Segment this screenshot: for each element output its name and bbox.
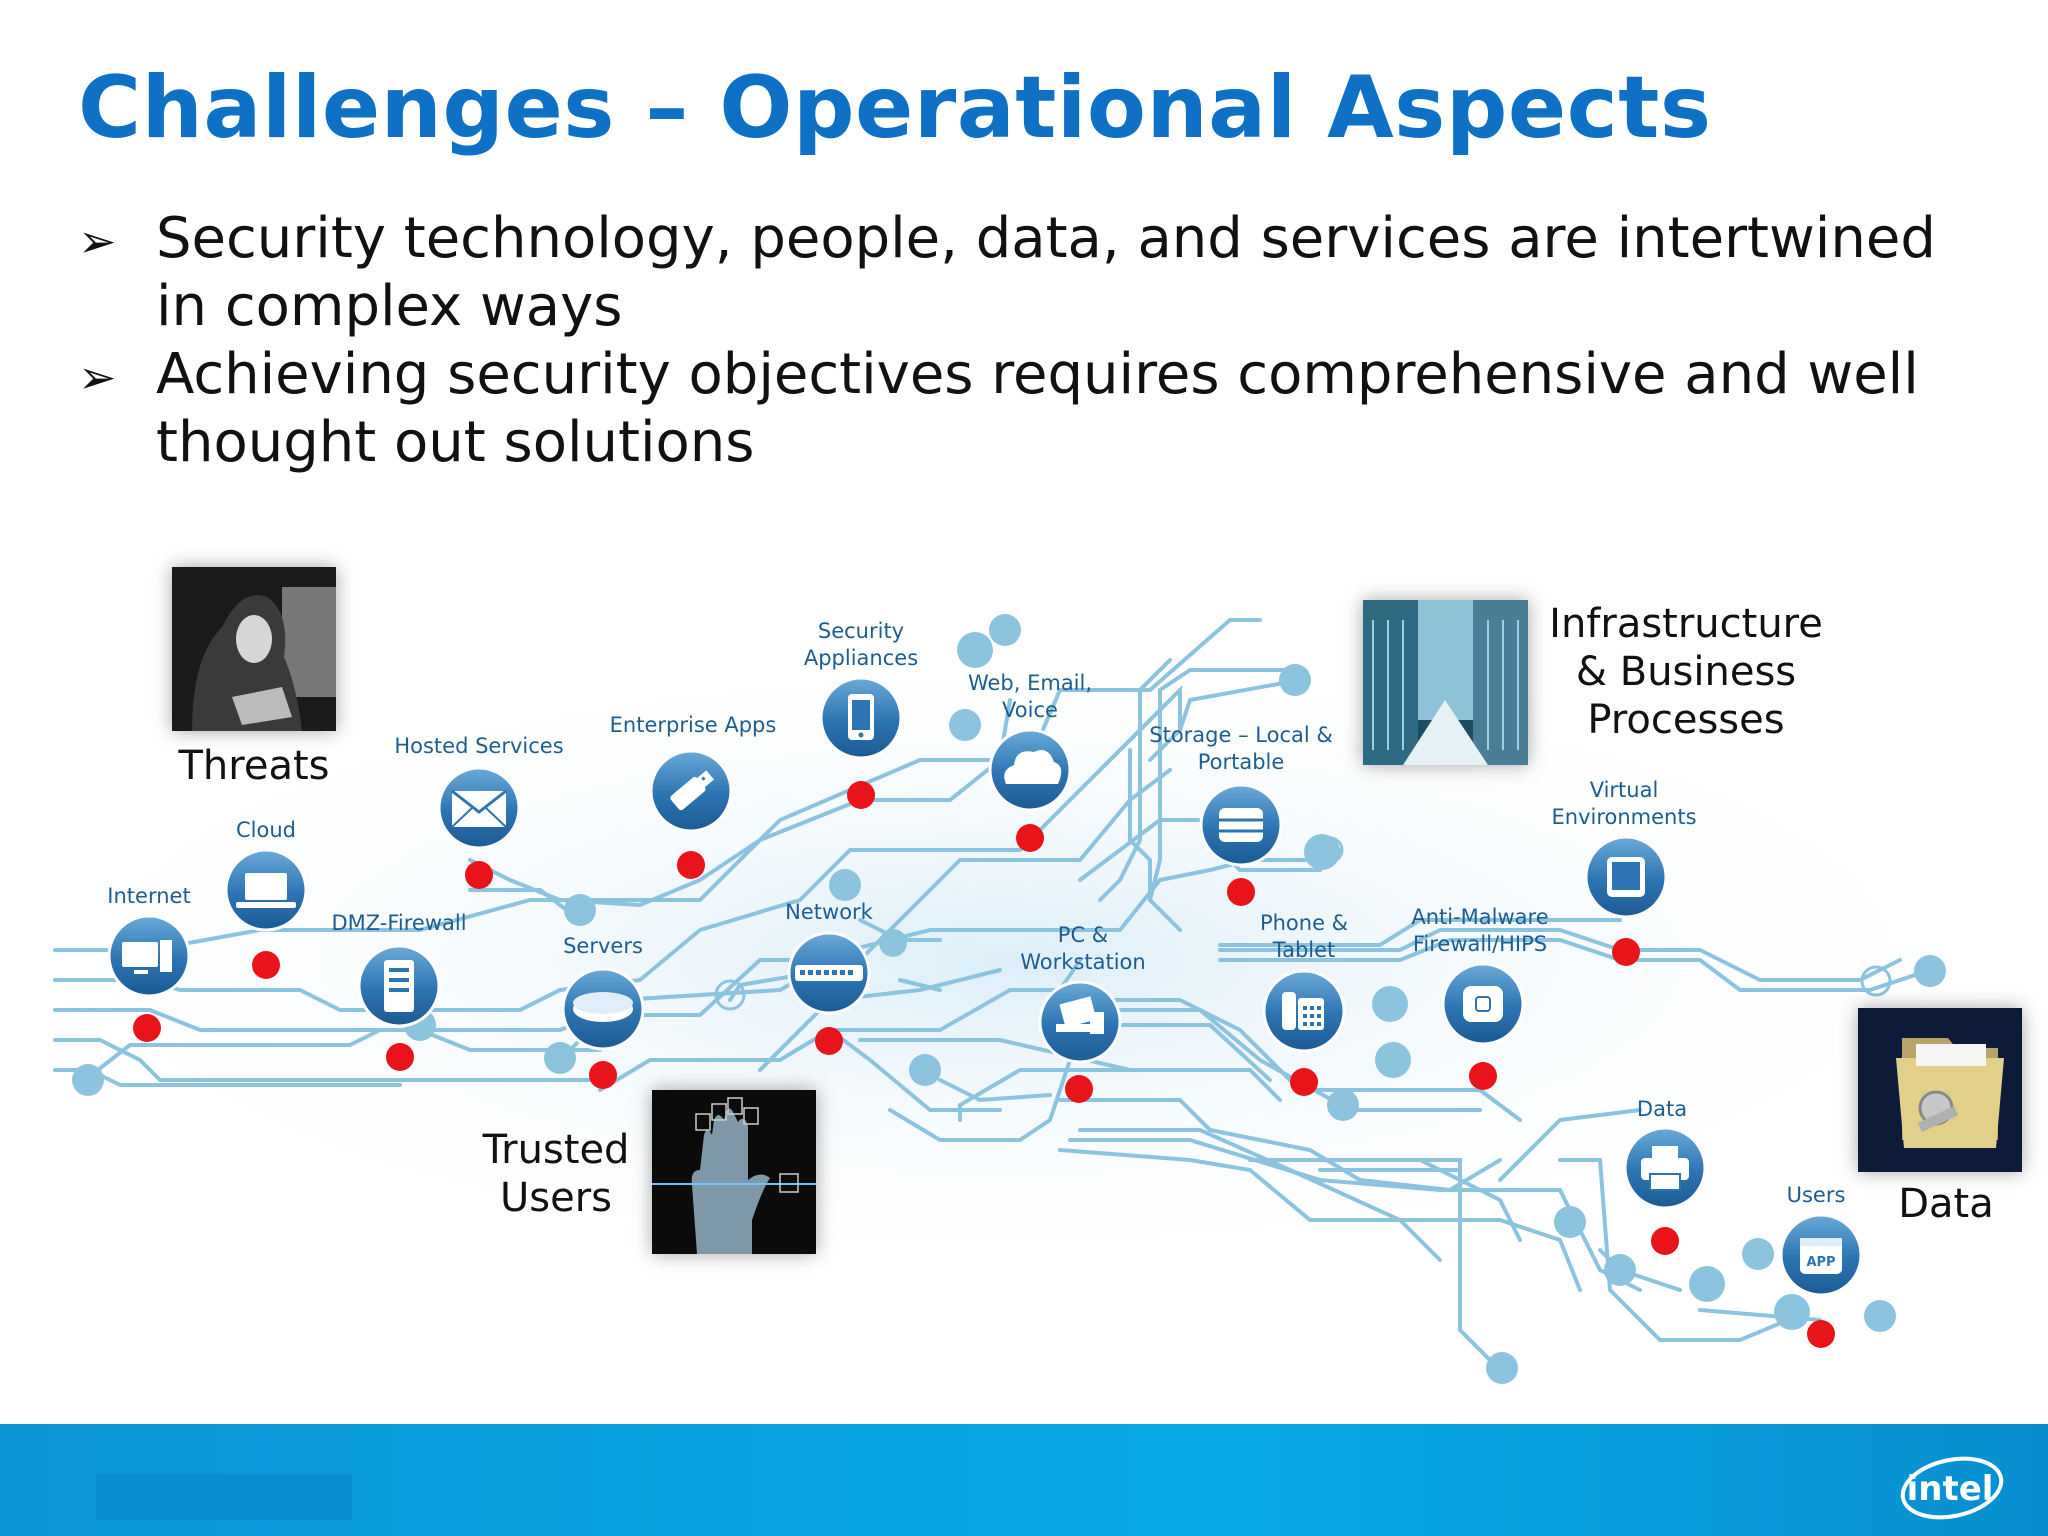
svg-text:intel: intel [1907,1469,1994,1509]
node-icons: APP [107,676,1863,1297]
arrow-bullet-icon: ➢ [78,350,117,404]
picture-label-threats: Threats [178,743,330,789]
server-tower-icon [357,944,441,1028]
picture-label-infrastructure: Infrastructure & Business Processes [1536,600,1836,744]
node-label-servers: Servers [563,934,643,958]
node-label-users: Users [1786,1183,1846,1207]
node-label-security-appliances: Security Appliances [803,619,919,670]
picture-label-infrastructure-text: Infrastructure & Business Processes [1549,601,1823,743]
phone-icon [819,676,903,760]
locked-folder-icon [1858,1008,2022,1172]
switch-icon [787,931,871,1015]
desktop-icon [107,914,191,998]
node-label-cloud: Cloud [236,818,296,842]
app-icon: APP [1779,1213,1863,1297]
node-label-storage: Storage – Local & Portable [1149,723,1333,774]
bullet-item: ➢ Achieving security objectives requires… [78,341,1978,477]
database-icon [1199,783,1283,867]
node-label-dmz-firewall: DMZ-Firewall [331,911,467,935]
picture-label-trusted-users: Trusted Users [482,1127,630,1221]
cloud-icon [988,728,1072,812]
picture-label-data: Data [1898,1181,1994,1227]
node-label-data: Data [1636,1097,1688,1121]
bullet-item: ➢ Security technology, people, data, and… [78,205,1978,341]
datacenter-icon [1363,600,1528,765]
node-label-anti-malware: Anti-Malware Firewall/HIPS [1411,905,1549,956]
usb-icon [649,749,733,833]
trace-endpoints [72,614,1946,1384]
workstation-icon [1038,980,1122,1064]
tablet-icon [1584,835,1668,919]
node-label-internet: Internet [107,884,191,908]
arrow-bullet-icon: ➢ [78,214,117,268]
node-label-hosted-services: Hosted Services [394,734,564,758]
footer-bar: intel [0,1424,2048,1536]
envelope-icon [437,766,521,850]
disk-icon [561,967,645,1051]
hooded-hacker-icon [172,567,336,731]
node-label-pc-workstation: PC & Workstation [1020,923,1146,974]
appliance-icon [1441,962,1525,1046]
laptop-icon [224,848,308,932]
node-label-web-email-voice: Web, Email, Voice [967,671,1093,722]
slide-title: Challenges – Operational Aspects [78,58,1712,158]
node-label-network: Network [785,900,873,924]
fingerprint-hand-icon [652,1090,816,1254]
printer-icon [1623,1126,1707,1210]
node-label-enterprise-apps: Enterprise Apps [609,713,777,737]
footer-placeholder [96,1474,352,1520]
node-label-virtual-environments: Virtual Environments [1551,778,1697,829]
node-label-phone-tablet: Phone & Tablet [1259,911,1349,962]
bullet-text: Security technology, people, data, and s… [156,206,1936,339]
red-junction-dots [133,781,1835,1348]
desk-phone-icon [1262,969,1346,1053]
intel-logo-icon: intel [1900,1456,2004,1520]
svg-text:APP: APP [1806,1255,1835,1270]
bullet-text: Achieving security objectives requires c… [156,342,1919,475]
bullet-list: ➢ Security technology, people, data, and… [78,205,1978,477]
